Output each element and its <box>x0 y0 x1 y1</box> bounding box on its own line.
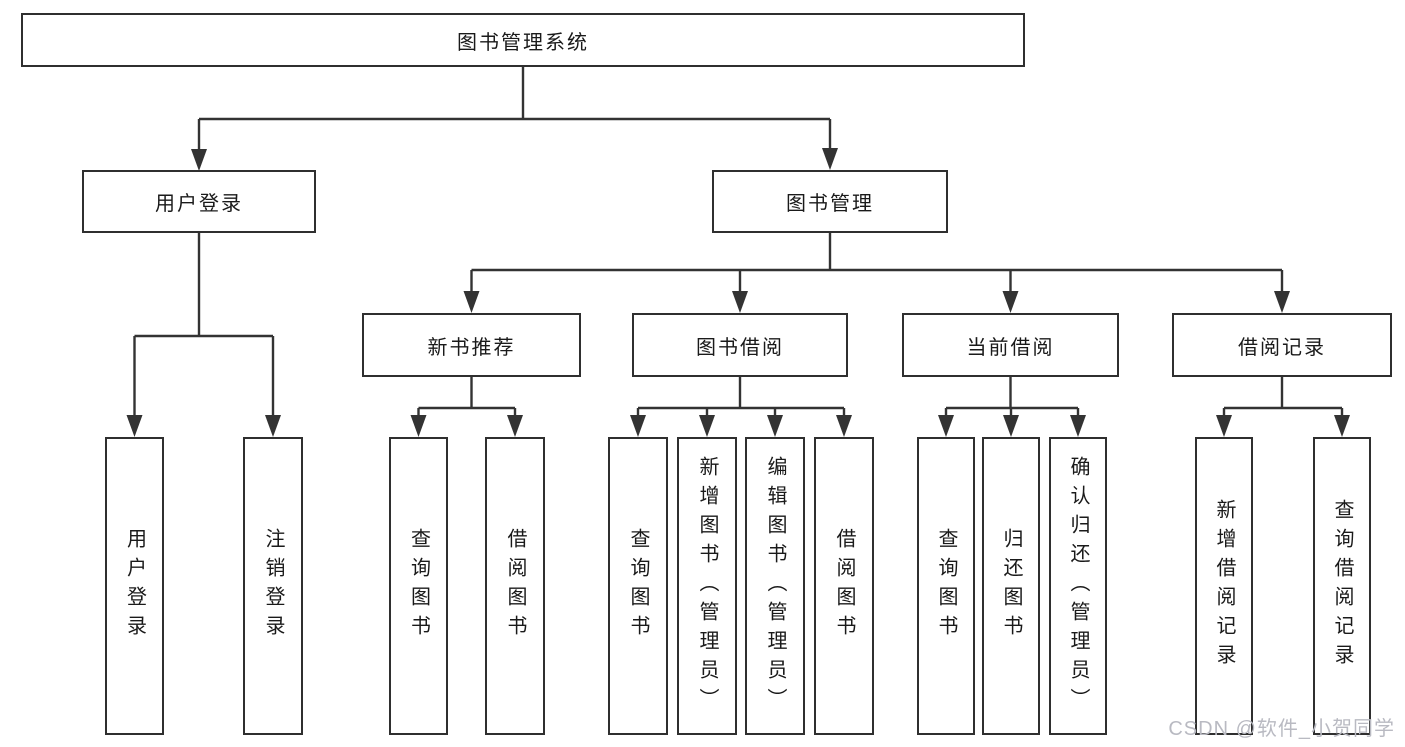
node-label: 用户登录 <box>155 193 243 215</box>
leaf-query-books-borrowing: 查询图书 <box>608 437 668 735</box>
connectors-current-borrowing <box>938 377 1086 437</box>
leaf-label: 确认归还（管理员） <box>1067 455 1089 717</box>
connectors-root <box>191 67 838 171</box>
leaf-return-books: 归还图书 <box>982 437 1040 735</box>
node-label: 图书借阅 <box>696 336 784 359</box>
connectors-book-management <box>463 233 1290 313</box>
leaf-edit-books-admin: 编辑图书（管理员） <box>745 437 805 735</box>
node-label: 图书管理 <box>786 193 874 215</box>
leaf-label: 注销登录 <box>262 528 284 644</box>
connectors-book-borrowing <box>630 377 852 437</box>
node-book-borrowing: 图书借阅 <box>632 313 848 377</box>
leaf-label: 编辑图书（管理员） <box>764 455 786 717</box>
leaf-add-books-admin: 新增图书（管理员） <box>677 437 737 735</box>
node-new-book-recommend: 新书推荐 <box>362 313 581 377</box>
node-current-borrowing: 当前借阅 <box>902 313 1119 377</box>
leaf-label: 归还图书 <box>1000 528 1022 644</box>
csdn-watermark: CSDN @软件_小贺同学 <box>1168 718 1395 740</box>
leaf-borrow-books: 借阅图书 <box>814 437 874 735</box>
connectors-new-book-recommend <box>410 377 523 437</box>
leaf-label: 查询图书 <box>627 528 649 644</box>
node-label: 图书管理系统 <box>457 31 589 54</box>
node-label: 当前借阅 <box>966 336 1055 359</box>
leaf-label: 新增借阅记录 <box>1213 499 1235 673</box>
leaf-label: 借阅图书 <box>833 528 855 644</box>
leaf-borrow-books-recommend: 借阅图书 <box>485 437 545 735</box>
leaf-confirm-return-admin: 确认归还（管理员） <box>1049 437 1107 735</box>
leaf-label: 查询图书 <box>935 528 957 644</box>
leaf-user-login: 用户登录 <box>105 437 164 735</box>
node-user-login: 用户登录 <box>82 170 316 233</box>
node-label: 新书推荐 <box>427 336 516 359</box>
leaf-label: 借阅图书 <box>504 528 526 644</box>
leaf-label: 用户登录 <box>123 528 146 644</box>
leaf-label: 新增图书（管理员） <box>696 455 718 717</box>
connectors-borrowing-records <box>1216 377 1350 437</box>
leaf-add-borrow-record: 新增借阅记录 <box>1195 437 1253 735</box>
connectors-user-login <box>126 232 281 437</box>
node-root-library-management-system: 图书管理系统 <box>21 13 1025 67</box>
leaf-logout: 注销登录 <box>243 437 303 735</box>
leaf-query-books-current: 查询图书 <box>917 437 975 735</box>
node-borrowing-records: 借阅记录 <box>1172 313 1392 377</box>
leaf-label: 查询借阅记录 <box>1331 499 1353 673</box>
leaf-query-borrow-record: 查询借阅记录 <box>1313 437 1371 735</box>
leaf-label: 查询图书 <box>407 528 430 644</box>
node-book-management: 图书管理 <box>712 170 948 233</box>
node-label: 借阅记录 <box>1238 336 1326 359</box>
leaf-query-books-recommend: 查询图书 <box>389 437 448 735</box>
